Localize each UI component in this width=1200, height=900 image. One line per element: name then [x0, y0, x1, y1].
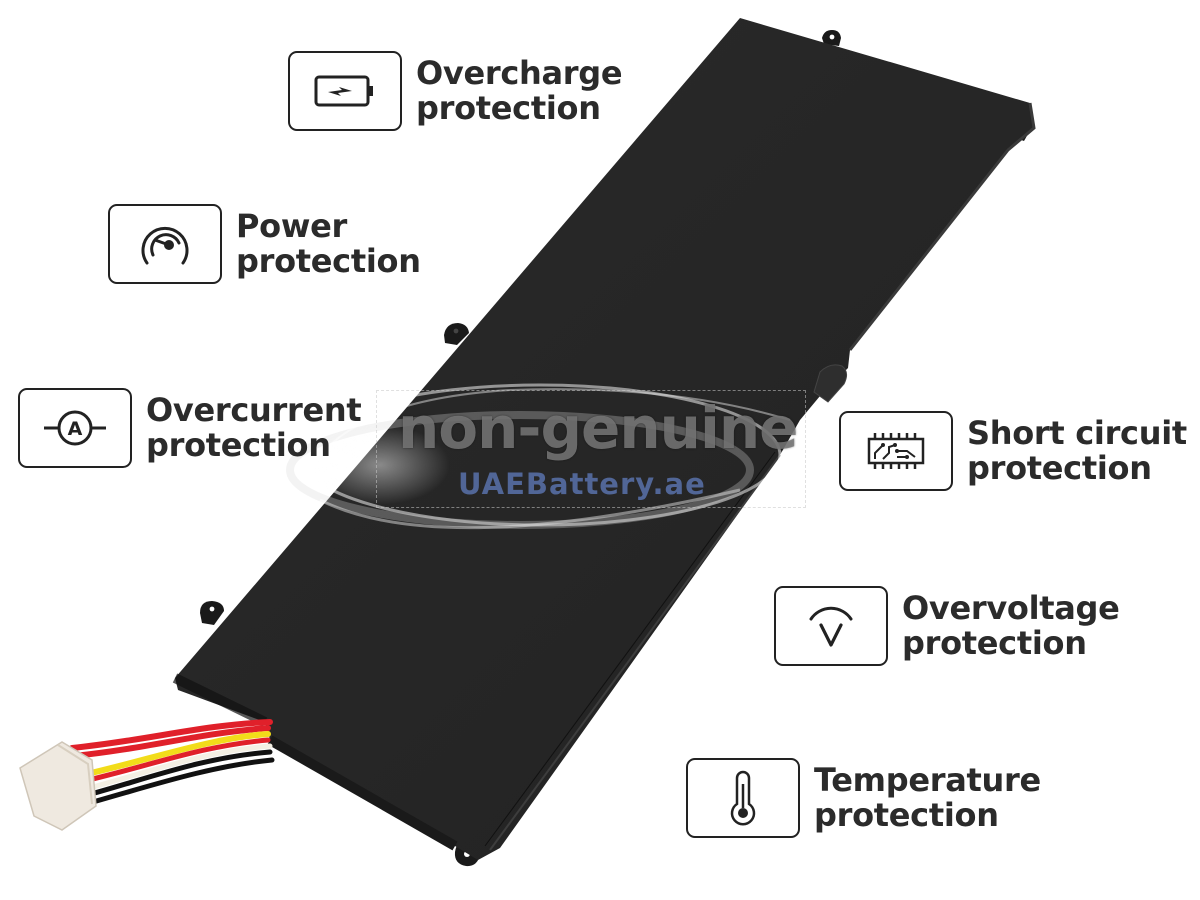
svg-text:A: A: [68, 418, 83, 440]
icon-box: A: [18, 388, 132, 468]
battery-body: [175, 18, 1034, 860]
icon-box: [108, 204, 222, 284]
feature-short-circuit: Short circuit protection: [839, 411, 1187, 491]
battery-wires: [69, 719, 275, 807]
thermometer-icon: [730, 770, 756, 826]
feature-label: Overvoltage protection: [902, 589, 1120, 662]
icon-box: [288, 51, 402, 131]
feature-label: Short circuit protection: [967, 414, 1187, 487]
light-swirl: [286, 383, 791, 530]
feature-label: Power protection: [236, 207, 421, 280]
watermark-site: UAEBattery.ae: [458, 467, 706, 501]
feature-overvoltage: Overvoltage protection: [774, 586, 1120, 666]
battery-charge-icon: [314, 75, 373, 107]
icon-box: [774, 586, 888, 666]
feature-temperature: Temperature protection: [686, 758, 1041, 838]
circuit-chip-icon: [867, 433, 925, 469]
feature-overcharge: Overcharge protection: [288, 51, 623, 131]
feature-label: Temperature protection: [814, 761, 1041, 834]
wire-connector: [19, 741, 97, 831]
gauge-icon: [141, 226, 189, 265]
watermark-frame: [376, 390, 806, 508]
voltage-icon: [809, 606, 853, 647]
watermark-text: non-genuine: [398, 394, 798, 462]
feature-label: Overcharge protection: [416, 54, 623, 127]
feature-label: Overcurrent protection: [146, 391, 362, 464]
feature-power: Power protection: [108, 204, 421, 284]
ammeter-icon: A: [44, 410, 106, 446]
icon-box: [839, 411, 953, 491]
icon-box: [686, 758, 800, 838]
feature-overcurrent: A Overcurrent protection: [18, 388, 362, 468]
